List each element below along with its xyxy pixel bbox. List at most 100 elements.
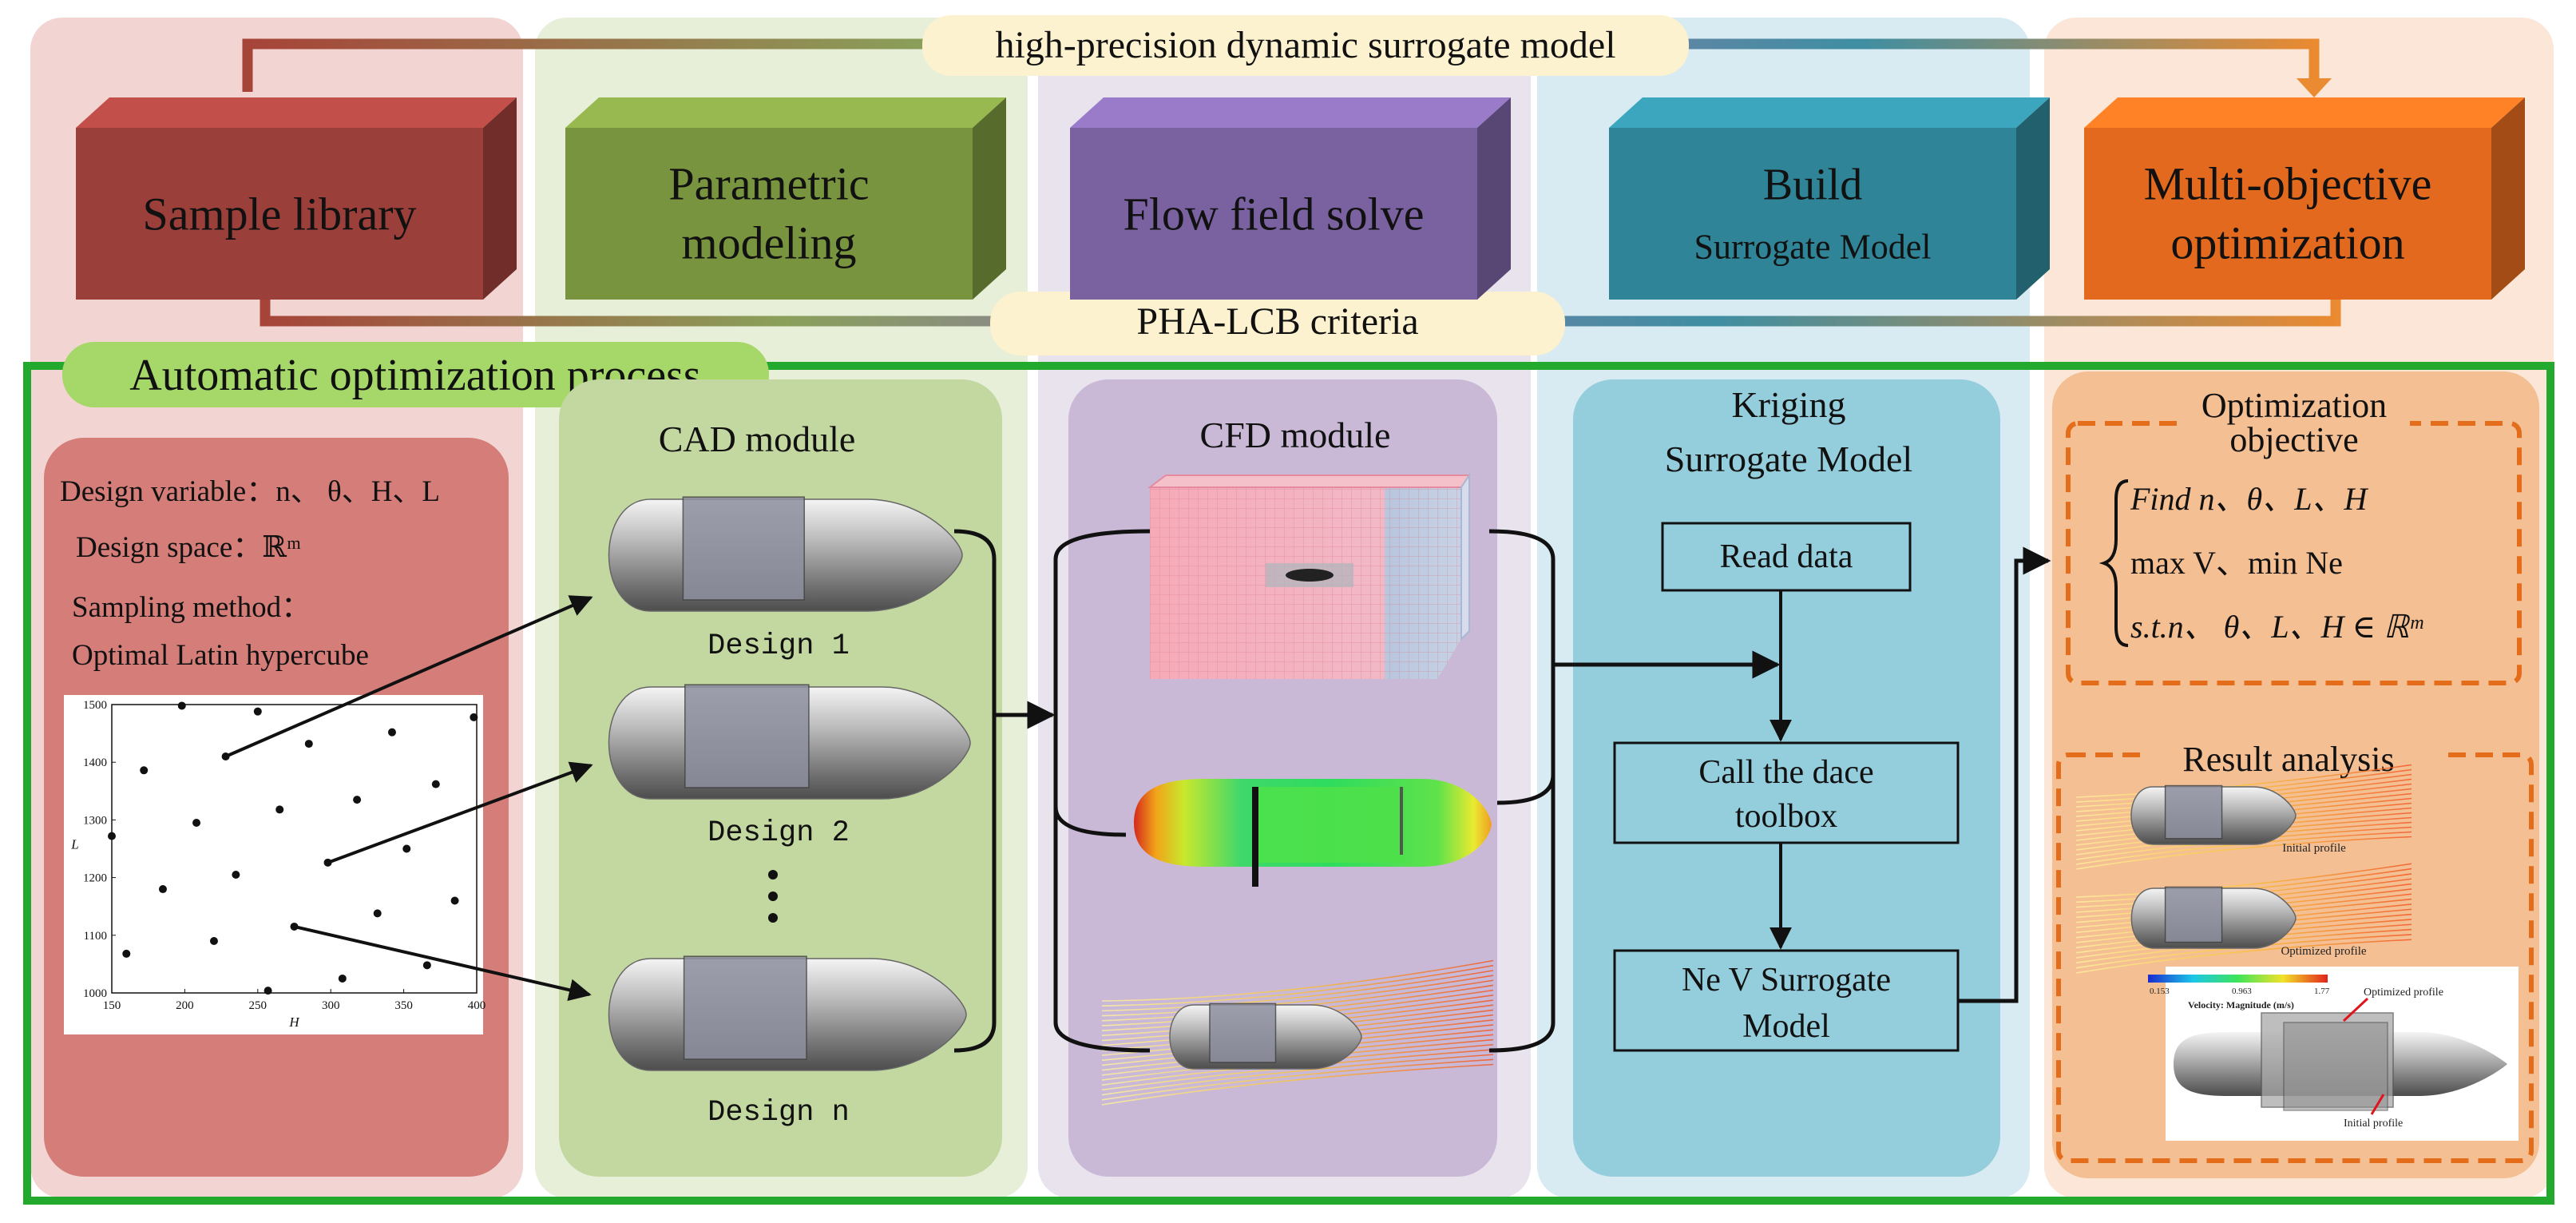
streamline	[1101, 1054, 1494, 1096]
step-label-line: Surrogate Model	[1694, 228, 1932, 267]
scatter-axes-box	[111, 704, 478, 994]
read-data-text: Read data	[1720, 538, 1853, 575]
step-label-line: optimization	[2170, 217, 2404, 269]
cfd-module-title: CFD module	[1200, 415, 1391, 455]
stream-hull	[1169, 1003, 1362, 1070]
objective-brace	[2098, 479, 2129, 647]
cad-hull-1	[608, 496, 963, 612]
result-streamlines	[2075, 764, 2412, 974]
design-label-1: Design 1	[707, 629, 850, 663]
cad-bracket	[953, 529, 997, 1053]
design-variable-text: Design variable：n、 θ、H、L	[60, 475, 440, 508]
colorbar-tick-3: 1.77	[2314, 987, 2330, 996]
streamline	[1101, 1058, 1494, 1101]
surrogate-result-line2: Model	[1742, 1008, 1830, 1045]
step-block-side	[483, 97, 517, 300]
surrogate-result-line1: Ne V Surrogate	[1682, 962, 1891, 999]
step-block-front	[1609, 128, 2016, 300]
step-block-top	[1070, 97, 1511, 128]
scatter-point	[431, 780, 440, 788]
scatter-ytick-label: 1000	[83, 987, 107, 1000]
scatter-point	[158, 885, 167, 894]
streamline	[1101, 975, 1494, 1017]
streamline	[1101, 1063, 1494, 1106]
scatter-point	[275, 805, 284, 814]
optimized-profile-label: Optimized profile	[2281, 945, 2366, 958]
arrow-kriging-to-optimization	[1958, 546, 2051, 1003]
cad-hull-3	[608, 955, 967, 1071]
objective-title-line2: objective	[2229, 420, 2358, 459]
scatter-point	[140, 766, 149, 775]
cfd-mesh-box	[1147, 472, 1471, 679]
cfd-streamlines	[1101, 959, 1494, 1106]
streamline	[1101, 970, 1494, 1012]
stream-hull	[2130, 886, 2297, 949]
cfd-pressure-hull	[1134, 779, 1492, 887]
hull-appendage	[2164, 886, 2223, 943]
streamline	[2075, 764, 2412, 798]
stream-hull	[2130, 784, 2297, 845]
hull-appendage	[683, 955, 807, 1060]
scatter-point	[373, 909, 382, 918]
top-banner-text: high-precision dynamic surrogate model	[995, 24, 1615, 66]
velocity-colorbar	[2148, 975, 2328, 983]
scatter-point	[264, 987, 272, 995]
sample-panel: Design variable：n、 θ、H、L Design space：ℝᵐ…	[44, 438, 509, 1177]
scatter-xtick-label: 400	[468, 999, 486, 1012]
step-block-top	[76, 97, 517, 128]
cad-hulls	[224, 496, 971, 1071]
scatter-point	[422, 961, 431, 970]
scatter-ylabel: L	[70, 837, 78, 852]
step-label-line: Parametric	[668, 158, 869, 210]
scatter-point	[108, 832, 116, 840]
scatter-point	[338, 974, 347, 983]
design-label-2: Design 2	[707, 816, 850, 850]
hull-appendage	[1209, 1003, 1277, 1063]
step-block-2: Parametric modeling	[565, 97, 1006, 300]
scatter-point	[402, 844, 411, 853]
step-block-side	[1477, 97, 1511, 300]
cad-module-title: CAD module	[659, 419, 856, 459]
step-block-3: Flow field solve	[1070, 97, 1511, 300]
scatter-point	[209, 937, 218, 946]
step-label-line: Flow field solve	[1124, 189, 1425, 240]
hull-appendage	[684, 684, 810, 788]
step-block-front	[2084, 128, 2491, 300]
process-frame	[23, 362, 2554, 1205]
dace-toolbox-box	[1613, 741, 1960, 844]
scatter-background	[64, 695, 483, 1034]
cad-panel: CAD module Design 1 Design 2 Design n	[224, 379, 1002, 1177]
colorbar-label: Velocity: Magnitude (m/s)	[2188, 999, 2294, 1011]
scatter-point	[232, 870, 240, 879]
ellipsis-dot-3	[768, 913, 778, 923]
step-block-side	[2016, 97, 2050, 300]
sampling-method-text: Sampling method：	[72, 591, 311, 624]
step-block-front	[76, 128, 483, 300]
design-space-text: Design space：ℝᵐ	[76, 531, 301, 564]
scatter-ytick-label: 1300	[83, 814, 107, 827]
scatter-point	[387, 728, 396, 737]
streamline	[2075, 836, 2412, 870]
streamline	[2075, 863, 2412, 898]
callout-initial-profile: Initial profile	[2344, 1118, 2403, 1130]
kriging-title-line1: Kriging	[1731, 384, 1845, 425]
cfd-link-bottom	[1496, 774, 1556, 805]
top-banner: high-precision dynamic surrogate model	[922, 15, 1689, 76]
initial-profile-label: Initial profile	[2282, 842, 2346, 855]
step-block-side	[973, 97, 1006, 300]
scatter-point	[450, 896, 459, 905]
scatter-point	[253, 707, 262, 716]
colorbar-tick-1: 0.153	[2150, 987, 2170, 996]
scatter-point	[122, 949, 131, 958]
step-block-top	[565, 97, 1006, 128]
step-label-line: Build	[1763, 161, 1862, 210]
bottom-banner: PHA-LCB criteria	[990, 292, 1565, 355]
objective-maxmin: max V、min Ne	[2130, 545, 2343, 581]
step-label-line: modeling	[681, 217, 856, 269]
streamline	[1101, 964, 1494, 1007]
